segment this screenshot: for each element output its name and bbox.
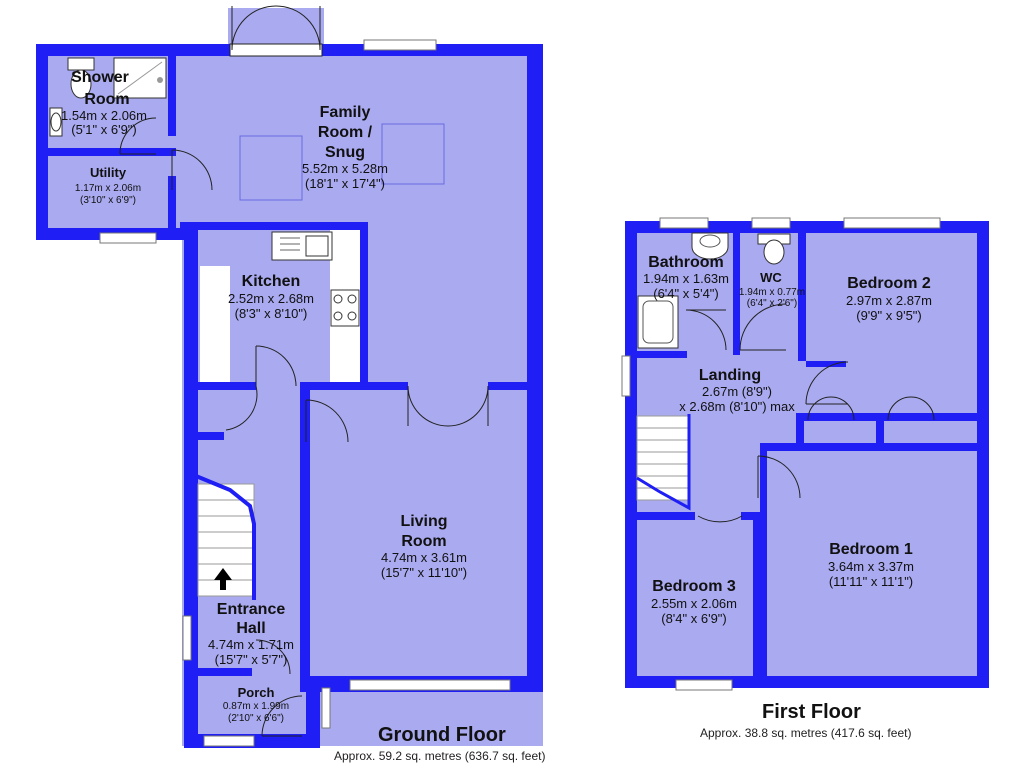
bathroom-imperial: (6'4" x 5'4") bbox=[653, 286, 719, 301]
bedroom1-metric: 3.64m x 3.37m bbox=[828, 559, 914, 574]
porch-metric: 0.87m x 1.99m bbox=[223, 701, 289, 712]
family-room-metric: 5.52m x 5.28m bbox=[302, 161, 388, 176]
kitchen-imperial: (8'3" x 8'10") bbox=[235, 306, 308, 321]
entrance-hall-name-line1: Entrance bbox=[217, 601, 286, 618]
first-windows bbox=[621, 217, 941, 691]
kitchen-sink-icon bbox=[271, 231, 333, 261]
first-door-swings bbox=[685, 303, 935, 523]
garden-french-doors bbox=[229, 5, 323, 57]
family-room-name-line2: Room / bbox=[318, 124, 373, 141]
family-room-name-line3: Snug bbox=[325, 144, 365, 161]
entrance-hall-imperial: (15'7" x 5'7") bbox=[215, 652, 288, 667]
ground-door-swings bbox=[119, 117, 489, 737]
first-floor-plan: Bathroom 1.94m x 1.63m (6'4" x 5'4") WC … bbox=[621, 217, 989, 691]
entrance-hall-name-line2: Hall bbox=[236, 620, 265, 637]
wc-imperial: (6'4" x 2'6") bbox=[747, 298, 797, 309]
first-floor-area: Approx. 38.8 sq. metres (417.6 sq. feet) bbox=[700, 726, 912, 740]
bedroom3-metric: 2.55m x 2.06m bbox=[651, 596, 737, 611]
family-room-imperial: (18'1" x 17'4") bbox=[305, 176, 385, 191]
toilet-icon bbox=[67, 57, 95, 99]
porch-imperial: (2'10" x 6'6") bbox=[228, 713, 284, 724]
entrance-hall-metric: 4.74m x 1.71m bbox=[208, 637, 294, 652]
ground-stair-skirt bbox=[195, 474, 256, 600]
living-room-name-line1: Living bbox=[400, 513, 447, 530]
basin-icon bbox=[49, 107, 63, 137]
bedroom2-imperial: (9'9" x 9'5") bbox=[856, 308, 922, 323]
ground-floor-area: Approx. 59.2 sq. metres (636.7 sq. feet) bbox=[334, 749, 546, 763]
first-inner-walls bbox=[637, 233, 977, 676]
utility-imperial: (3'10" x 6'9") bbox=[80, 195, 136, 206]
family-room-name-line1: Family bbox=[320, 104, 371, 121]
bedroom3-name: Bedroom 3 bbox=[652, 578, 736, 595]
shower-room-imperial: (5'1" x 6'9") bbox=[71, 122, 137, 137]
bedroom3-imperial: (8'4" x 6'9") bbox=[661, 611, 727, 626]
kitchen-worktop-left bbox=[200, 266, 230, 382]
bathroom-basin-icon bbox=[691, 232, 729, 260]
living-room-imperial: (15'7" x 11'10") bbox=[381, 565, 467, 580]
landing-dim-line1: 2.67m (8'9") bbox=[702, 384, 772, 399]
skylights bbox=[239, 123, 445, 201]
bedroom2-name: Bedroom 2 bbox=[847, 275, 931, 292]
bathroom-name: Bathroom bbox=[648, 254, 724, 271]
first-stair-balustrade bbox=[636, 414, 691, 511]
shower-room-name-line2: Room bbox=[84, 91, 129, 108]
ground-floor-plan: Shower Room 1.54m x 2.06m (5'1" x 6'9") … bbox=[36, 5, 543, 748]
kitchen-name: Kitchen bbox=[242, 273, 301, 290]
porch-name: Porch bbox=[238, 685, 275, 700]
first-floor-title: First Floor bbox=[762, 701, 861, 723]
utility-metric: 1.17m x 2.06m bbox=[75, 183, 141, 194]
floor-fill-main bbox=[182, 44, 543, 746]
bathroom-metric: 1.94m x 1.63m bbox=[643, 271, 729, 286]
shower-room-name-line1: Shower bbox=[71, 69, 129, 86]
living-room-metric: 4.74m x 3.61m bbox=[381, 550, 467, 565]
utility-name: Utility bbox=[90, 165, 127, 180]
hob-icon bbox=[330, 289, 360, 327]
floor-fill-garden-step bbox=[228, 8, 324, 48]
ground-windows bbox=[99, 39, 511, 747]
first-staircase bbox=[636, 415, 690, 501]
shower-room-metric: 1.54m x 2.06m bbox=[61, 108, 147, 123]
wc-name: WC bbox=[760, 270, 782, 285]
landing-name: Landing bbox=[699, 367, 761, 384]
wc-toilet-icon bbox=[757, 233, 791, 265]
shower-tray-icon bbox=[113, 57, 167, 99]
wc-metric: 1.94m x 0.77m bbox=[739, 287, 805, 298]
bedroom1-name: Bedroom 1 bbox=[829, 541, 913, 558]
bedroom2-metric: 2.97m x 2.87m bbox=[846, 293, 932, 308]
bath-icon bbox=[637, 295, 679, 349]
bedroom1-imperial: (11'11" x 11'1") bbox=[829, 574, 913, 589]
ground-inner-walls bbox=[48, 56, 528, 678]
kitchen-metric: 2.52m x 2.68m bbox=[228, 291, 314, 306]
ground-floor-title: Ground Floor bbox=[378, 724, 506, 746]
landing-dim-line2: x 2.68m (8'10") max bbox=[679, 399, 795, 414]
up-arrow-icon bbox=[214, 568, 232, 590]
living-room-name-line2: Room bbox=[401, 533, 446, 550]
